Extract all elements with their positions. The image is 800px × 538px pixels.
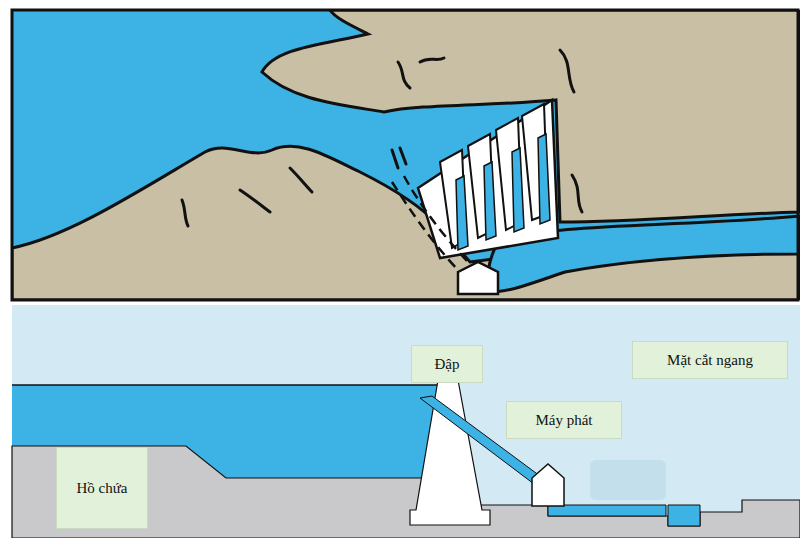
landscape-view	[12, 10, 800, 300]
reservoir-label: Hồ chứa	[56, 447, 148, 529]
label-text: Đập	[435, 354, 460, 374]
dam-label: Đập	[411, 345, 483, 383]
powerhouse	[458, 262, 498, 294]
ground	[12, 446, 800, 538]
label-text: Mặt cắt ngang	[667, 350, 753, 370]
pale-box	[590, 460, 666, 500]
spillway-water	[456, 134, 550, 250]
lake-water	[12, 10, 800, 300]
dam-section	[410, 380, 490, 525]
generator-house	[532, 464, 564, 506]
label-text: Hồ chứa	[76, 478, 127, 498]
tailrace	[548, 505, 666, 516]
dam	[418, 100, 558, 258]
cross-section	[12, 305, 800, 538]
sky	[12, 305, 800, 538]
terrain-strokes	[182, 50, 582, 226]
section-label: Mặt cắt ngang	[632, 341, 788, 379]
penstock-dashed	[392, 176, 468, 270]
label-text: Máy phát	[535, 410, 592, 430]
lower-mountain	[12, 146, 800, 300]
spillways	[440, 104, 548, 248]
generator-label: Máy phát	[506, 401, 622, 439]
